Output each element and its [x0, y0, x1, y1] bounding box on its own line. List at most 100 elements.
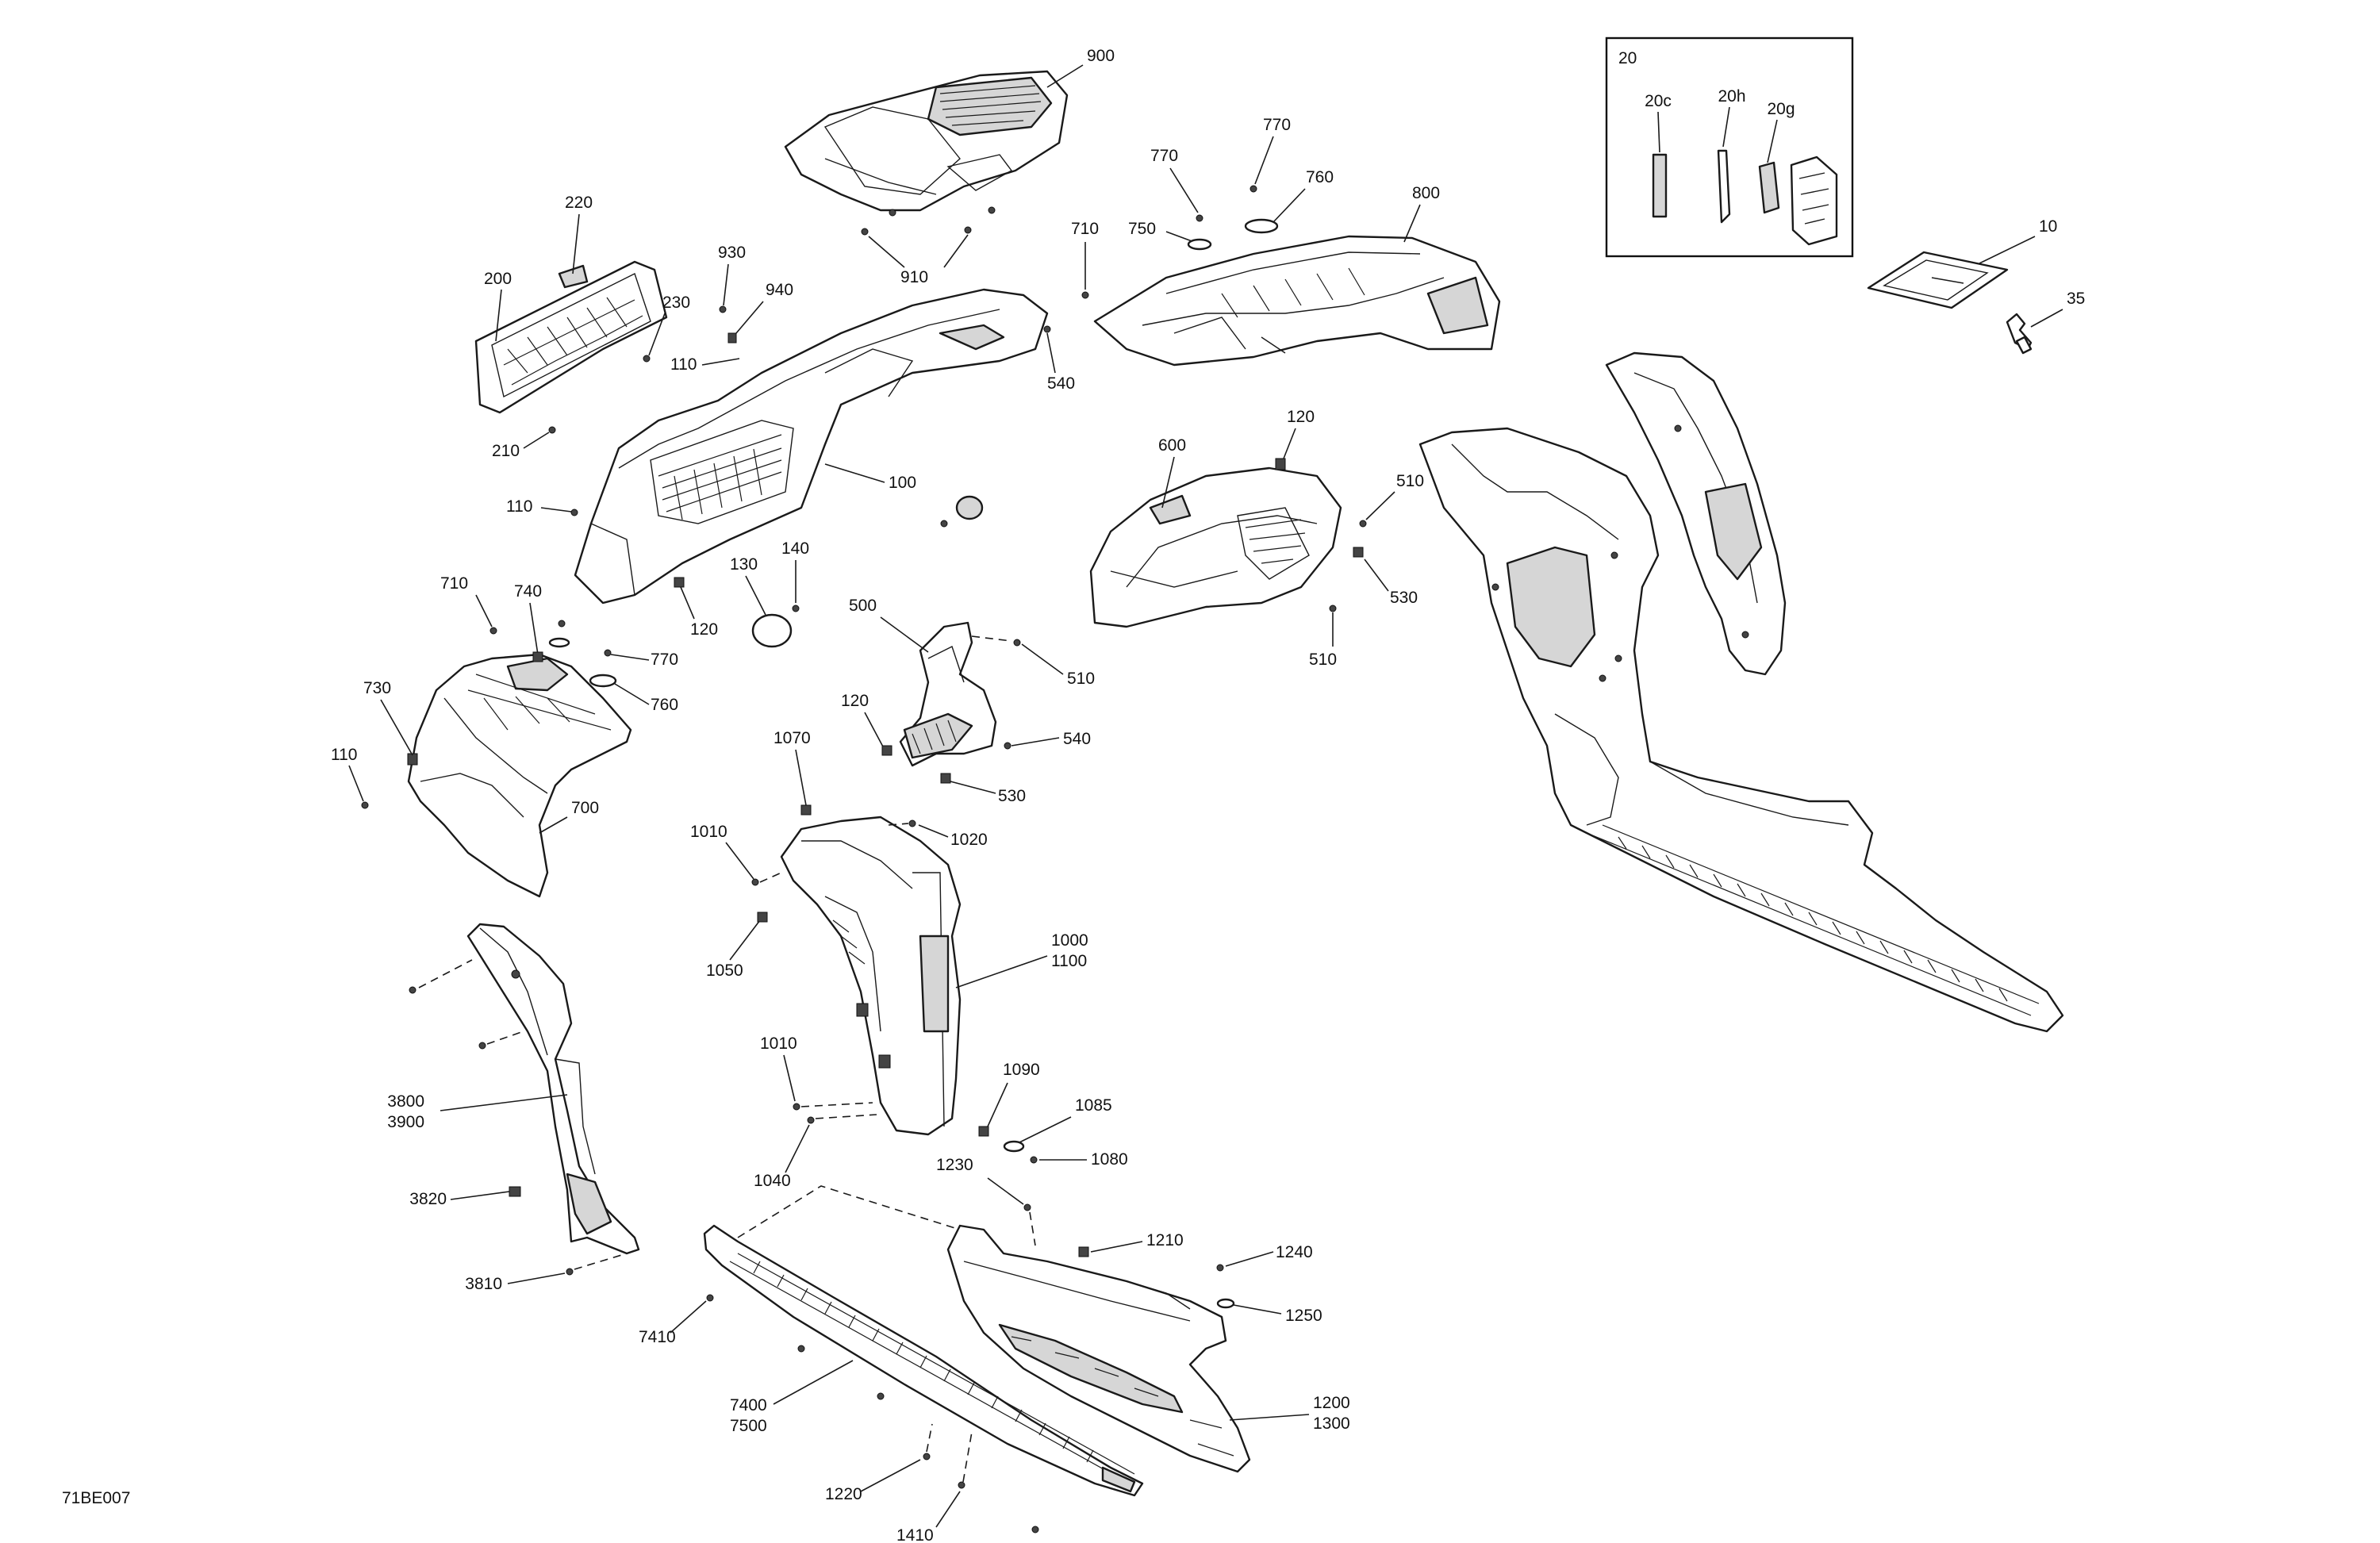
part-10-manual[interactable]	[1867, 251, 2009, 309]
fasteners-910	[861, 206, 996, 268]
label-770-mid: 770	[1150, 147, 1178, 165]
label-1240: 1240	[1276, 1243, 1313, 1261]
label-7410: 7410	[639, 1328, 676, 1346]
label-120-left: 120	[690, 620, 718, 639]
label-500: 500	[849, 597, 877, 615]
label-910: 910	[900, 268, 928, 286]
tool-kit-bag[interactable]	[1790, 155, 1838, 246]
washer-760-left	[589, 674, 617, 688]
label-900: 900	[1087, 47, 1115, 65]
label-1090: 1090	[1003, 1061, 1040, 1079]
label-100: 100	[889, 474, 916, 492]
label-220: 220	[565, 194, 593, 212]
label-710-left: 710	[440, 574, 468, 593]
label-510-bottom: 510	[1309, 651, 1337, 669]
label-710-top: 710	[1071, 220, 1099, 238]
label-770-topright: 770	[1263, 116, 1291, 134]
label-3900: 3900	[387, 1113, 424, 1131]
label-3820: 3820	[409, 1190, 447, 1208]
tool-20g[interactable]	[1758, 161, 1780, 214]
label-20g: 20g	[1767, 100, 1795, 118]
part-600-rear-bracket[interactable]	[1089, 466, 1342, 628]
label-20: 20	[1618, 49, 1637, 67]
label-120-right: 120	[1287, 408, 1315, 426]
label-530-mid: 530	[998, 787, 1026, 805]
label-7500: 7500	[730, 1417, 767, 1435]
label-1300: 1300	[1313, 1414, 1350, 1433]
label-1020: 1020	[950, 831, 988, 849]
label-770-left: 770	[651, 651, 678, 669]
part-900-console-cover[interactable]	[784, 70, 1069, 212]
part-1200-rocker-panel[interactable]	[946, 1224, 1251, 1473]
label-120-mid: 120	[841, 692, 869, 710]
label-1050: 1050	[706, 961, 743, 980]
label-800: 800	[1412, 184, 1440, 202]
part-1000-side-upright[interactable]	[780, 816, 962, 1136]
label-1010-top: 1010	[690, 823, 727, 841]
part-right-upper-panel[interactable]	[1605, 351, 1787, 676]
label-600: 600	[1158, 436, 1186, 455]
label-1000: 1000	[1051, 931, 1088, 950]
label-1410: 1410	[896, 1526, 934, 1543]
label-730: 730	[363, 679, 391, 697]
part-7400-running-board[interactable]	[703, 1224, 1144, 1497]
label-540-mid: 540	[1063, 730, 1091, 748]
label-740: 740	[514, 582, 542, 601]
label-530-right: 530	[1390, 589, 1418, 607]
label-10: 10	[2039, 217, 2057, 236]
label-510-top: 510	[1396, 472, 1424, 490]
label-930: 930	[718, 244, 746, 262]
part-130-cap[interactable]	[751, 613, 793, 648]
label-750: 750	[1128, 220, 1156, 238]
label-35: 35	[2067, 290, 2085, 308]
label-20h: 20h	[1718, 87, 1745, 106]
label-760-left: 760	[651, 696, 678, 714]
tool-kit-inset: 20 20c 20h 20g	[1605, 36, 1854, 258]
drawing-code: 71BE007	[62, 1489, 130, 1507]
label-700: 700	[571, 799, 599, 817]
part-700-side-panel[interactable]	[407, 653, 632, 898]
washer-750	[1187, 238, 1212, 251]
label-140: 140	[781, 539, 809, 558]
label-7400: 7400	[730, 1396, 767, 1414]
label-110-top: 110	[670, 355, 697, 374]
part-3800-support[interactable]	[466, 923, 640, 1255]
label-1080: 1080	[1091, 1150, 1128, 1169]
label-940: 940	[766, 281, 793, 299]
label-1220: 1220	[825, 1485, 862, 1503]
washer-760-top	[1244, 218, 1279, 234]
label-1070: 1070	[774, 729, 811, 747]
part-cap-small	[955, 495, 984, 520]
label-130: 130	[730, 555, 758, 574]
part-800-rear-cover[interactable]	[1093, 235, 1501, 367]
label-1085: 1085	[1075, 1096, 1112, 1115]
label-1230: 1230	[936, 1156, 973, 1174]
label-3810: 3810	[465, 1275, 502, 1293]
label-1040: 1040	[754, 1172, 791, 1190]
label-20c: 20c	[1645, 92, 1672, 110]
label-510-mid: 510	[1067, 670, 1095, 688]
label-760-top: 760	[1306, 168, 1334, 186]
tool-20h[interactable]	[1717, 149, 1731, 224]
label-1100: 1100	[1051, 952, 1087, 970]
label-110-left: 110	[506, 497, 532, 516]
part-100-front-fascia[interactable]	[574, 288, 1049, 605]
label-230: 230	[662, 294, 690, 312]
washer-1085	[1003, 1140, 1025, 1153]
label-1010-bottom: 1010	[760, 1034, 797, 1053]
label-200: 200	[484, 270, 512, 288]
part-right-frame[interactable]	[1418, 427, 2064, 1033]
part-200-grille[interactable]	[474, 260, 668, 414]
label-540-top: 540	[1047, 374, 1075, 393]
label-210: 210	[492, 442, 520, 460]
washer-left	[548, 637, 570, 648]
washer-1250	[1216, 1298, 1235, 1309]
label-110-lower: 110	[331, 746, 357, 764]
part-35-wrench[interactable]	[2006, 313, 2033, 355]
label-1210: 1210	[1146, 1231, 1184, 1249]
tool-20c[interactable]	[1652, 153, 1668, 218]
label-3800: 3800	[387, 1092, 424, 1111]
label-1250: 1250	[1285, 1307, 1322, 1325]
part-500-bracket[interactable]	[899, 621, 997, 767]
